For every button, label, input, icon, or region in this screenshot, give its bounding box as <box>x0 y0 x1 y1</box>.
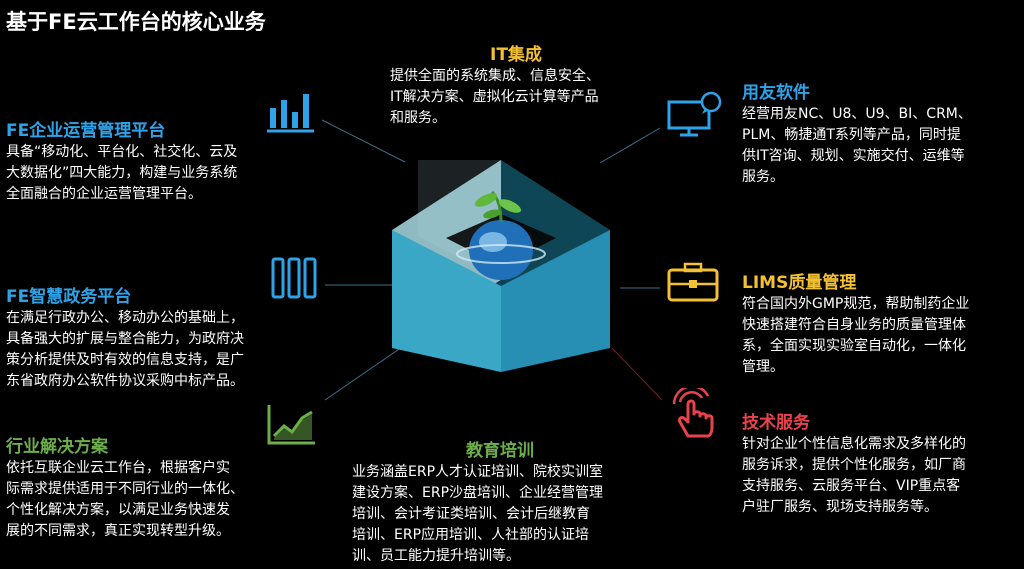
edu-line: 建设方案、ERP沙盘培训、企业经营管理 <box>352 485 604 501</box>
edu-line: 培训、ERP应用培训、人社部的认证培 <box>352 527 590 543</box>
cube-front-right-face <box>501 230 610 372</box>
it-line: 提供全面的系统集成、信息安全、 <box>390 68 600 84</box>
yonyou-description: 经营用友NC、U8、U9、BI、CRM、 PLM、畅捷通T系列等产品，同时提 供… <box>742 104 972 188</box>
tech-line: 针对企业个性信息化需求及多样化的 <box>742 436 966 452</box>
connector-industry <box>324 344 406 401</box>
connector-yonyou <box>599 127 661 164</box>
tech-line: 户驻厂服务、现场支持服务等。 <box>742 499 938 515</box>
it-title: IT集成 <box>490 45 542 65</box>
yonyou-line: PLM、畅捷通T系列等产品，同时提 <box>742 127 961 143</box>
industry-line: 际需求提供适用于不同行业的一体化、 <box>6 481 244 497</box>
edu-description: 业务涵盖ERP人才认证培训、院校实训室 建设方案、ERP沙盘培训、企业经营管理 … <box>352 462 603 567</box>
lims-line: 快速搭建符合自身业务的质量管理体 <box>742 317 966 333</box>
fe-gov-line: 策分析提供及时有效的信息支持，是广 <box>6 352 244 368</box>
it-line: 和服务。 <box>390 110 446 126</box>
yonyou-line: 服务。 <box>742 169 784 185</box>
fe-gov-line: 具备强大的扩展与整合能力，为政府决 <box>6 331 244 347</box>
briefcase-icon <box>667 262 719 302</box>
lims-line: 系，全面实现实验室自动化，一体化 <box>742 338 966 354</box>
lims-description: 符合国内外GMP规范，帮助制药企业 快速搭建符合自身业务的质量管理体 系，全面实… <box>742 294 969 378</box>
trend-chart-icon <box>267 405 315 445</box>
bar-chart-icon <box>267 94 314 133</box>
edu-title: 教育培训 <box>466 441 534 461</box>
yonyou-line: 经营用友NC、U8、U9、BI、CRM、 <box>742 106 972 122</box>
tech-line: 支持服务、云服务平台、VIP重点客 <box>742 478 961 494</box>
fe-ops-title: FE企业运营管理平台 <box>6 121 166 141</box>
page-title: 基于FE云工作台的核心业务 <box>6 10 266 34</box>
central-cube <box>392 160 610 372</box>
edu-line: 训、员工能力提升培训等。 <box>352 548 520 564</box>
fe-ops-line: 大数据化”四大能力，构建与业务系统 <box>6 165 238 181</box>
fe-gov-title: FE智慧政务平台 <box>6 287 132 307</box>
it-line: IT解决方案、虚拟化云计算等产品 <box>390 89 599 105</box>
industry-line: 个性化解决方案，以满足业务快速发 <box>6 502 230 518</box>
yonyou-title: 用友软件 <box>742 83 810 103</box>
lims-line: 符合国内外GMP规范，帮助制药企业 <box>742 296 970 312</box>
edu-line: 培训、会计考证类培训、会计后继教育 <box>352 506 590 522</box>
lims-line: 管理。 <box>742 359 784 375</box>
connector-tech <box>611 347 663 401</box>
tech-title: 技术服务 <box>742 413 810 433</box>
industry-title: 行业解决方案 <box>6 437 108 457</box>
tech-line: 服务诉求，提供个性化服务，如厂商 <box>742 457 966 473</box>
industry-line: 依托互联企业云工作台，根据客户实 <box>6 460 230 476</box>
yonyou-line: 供IT咨询、规划、实施交付、运维等 <box>742 148 965 164</box>
connector-fe-ops <box>321 119 406 163</box>
lims-title: LIMS质量管理 <box>742 273 857 293</box>
edu-line: 业务涵盖ERP人才认证培训、院校实训室 <box>352 464 604 480</box>
it-description: 提供全面的系统集成、信息安全、 IT解决方案、虚拟化云计算等产品 和服务。 <box>390 66 600 129</box>
columns-icon <box>271 257 317 299</box>
fe-gov-line: 在满足行政办公、移动办公的基础上， <box>6 310 244 326</box>
fe-ops-description: 具备“移动化、平台化、社交化、云及 大数据化”四大能力，构建与业务系统 全面融合… <box>6 142 237 205</box>
fe-ops-line: 具备“移动化、平台化、社交化、云及 <box>6 144 238 160</box>
industry-description: 依托互联企业云工作台，根据客户实 际需求提供适用于不同行业的一体化、 个性化解决… <box>6 458 244 542</box>
touch-hand-icon <box>672 388 714 438</box>
fe-ops-line: 全面融合的企业运营管理平台。 <box>6 186 202 202</box>
globe-seedling-icon <box>456 190 546 280</box>
fe-gov-line: 东省政府办公软件协议采购中标产品。 <box>6 373 244 389</box>
industry-line: 展的不同需求，真正实现转型升级。 <box>6 523 230 539</box>
fe-gov-description: 在满足行政办公、移动办公的基础上， 具备强大的扩展与整合能力，为政府决 策分析提… <box>6 308 244 392</box>
cube-front-left-face <box>392 230 501 372</box>
monitor-chat-icon <box>667 91 722 137</box>
tech-description: 针对企业个性信息化需求及多样化的 服务诉求，提供个性化服务，如厂商 支持服务、云… <box>742 434 966 518</box>
